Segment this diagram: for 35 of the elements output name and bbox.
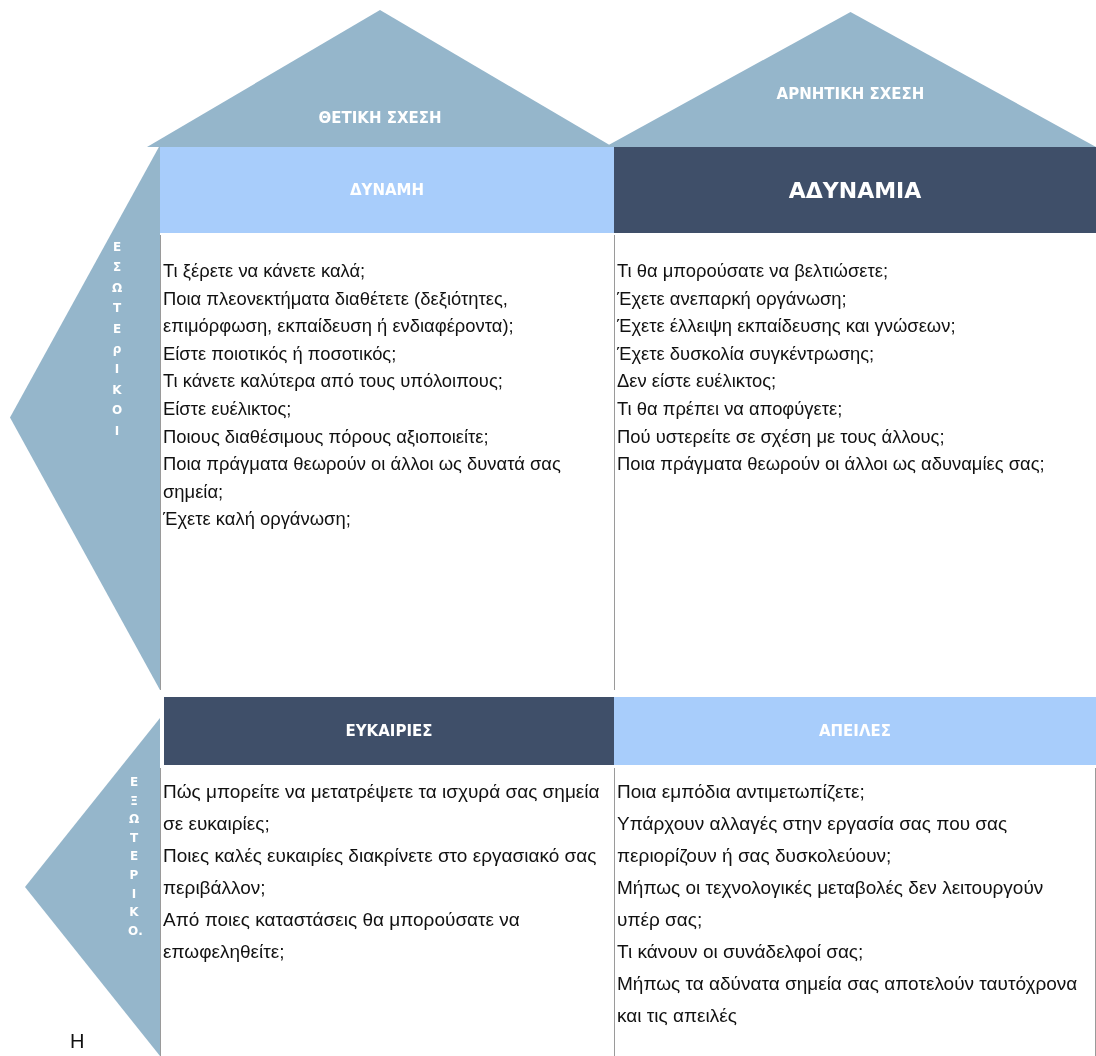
note-text: Η <box>70 1030 85 1053</box>
question-text: Τι κάνετε καλύτερα από τους υπόλοιπους; <box>163 369 504 394</box>
quadrant-header: ΔΥΝΑΜΗ <box>160 147 614 233</box>
question-text: Πώς μπορείτε να μετατρέψετε τα ισχυρά σας σημεία σε ευκαιρίες; <box>163 780 601 836</box>
quadrant-header: ΑΠΕΙΛΕΣ <box>614 697 1096 765</box>
section-heading: ΑΡΝΗΤΙΚΗ ΣΧΕΣΗ <box>775 85 926 103</box>
question-text: Υπάρχουν αλλαγές στην εργασία σας που σας περιορίζουν ή σας δυσκολεύουν; <box>617 812 1009 868</box>
quadrant-header: ΑΔΥΝΑΜΙΑ <box>614 147 1096 233</box>
question-text: Ποιους διαθέσιμους πόρους αξιοποιείτε; <box>163 424 490 449</box>
question-list-panel <box>160 235 615 690</box>
question-list-panel <box>614 768 1096 1056</box>
question-text: Από ποιες καταστάσεις θα μπορούσατε να επωφεληθείτε; <box>163 908 521 964</box>
question-text: Τι ξέρετε να κάνετε καλά; <box>163 259 367 283</box>
quadrant-header: ΕΥΚΑΙΡΙΕΣ <box>164 697 614 765</box>
question-text: Έχετε ανεπαρκή οργάνωση; <box>617 286 848 311</box>
question-text: Πού υστερείτε σε σχέση με τους άλλους; <box>617 424 946 449</box>
question-text: Τι κάνουν οι συνάδελφοί σας; <box>617 940 865 964</box>
question-text: Ποια εμπόδια αντιμετωπίζετε; <box>617 780 866 804</box>
question-text: Ποιες καλές ευκαιρίες διακρίνετε στο εργασιακό σας περιβάλλον; <box>163 844 598 900</box>
question-text: Έχετε καλή οργάνωση; <box>163 507 352 532</box>
question-text: Ποια πράγματα θεωρούν οι άλλοι ως δυνατά σας σημεία; <box>163 452 562 504</box>
question-text: Τι θα μπορούσατε να βελτιώσετε; <box>617 259 889 283</box>
question-text: Μήπως τα αδύνατα σημεία σας αποτελούν ταυτόχρονα και τις απειλές <box>617 972 1079 1028</box>
question-text: Τι θα πρέπει να αποφύγετε; <box>617 396 844 421</box>
section-heading: ΘΕΤΙΚΗ ΣΧΕΣΗ <box>317 109 443 127</box>
question-text: Δεν είστε ευέλικτος; <box>617 369 778 394</box>
vertical-heading: ΕΞΩΤΕΡΙΚΟ. <box>128 774 140 940</box>
question-text: Είστε ποιοτικός ή ποσοτικός; <box>163 341 398 366</box>
question-text: Έχετε δυσκολία συγκέντρωσης; <box>617 341 876 366</box>
question-text: Μήπως οι τεχνολογικές μεταβολές δεν λειτουργούν υπέρ σας; <box>617 876 1045 932</box>
question-text: Ποια πράγματα θεωρούν οι άλλοι ως αδυναμίες σας; <box>617 452 1046 477</box>
question-text: Είστε ευέλικτος; <box>163 396 293 421</box>
vertical-heading: ΕΣΩΤΕρΙΚΟΙ <box>111 239 123 440</box>
question-text: Ποια πλεονεκτήματα διαθέτετε (δεξιότητες, επιμόρφωση, εκπαίδευση ή ενδιαφέροντα); <box>163 286 515 339</box>
question-text: Έχετε έλλειψη εκπαίδευσης και γνώσεων; <box>617 314 957 339</box>
